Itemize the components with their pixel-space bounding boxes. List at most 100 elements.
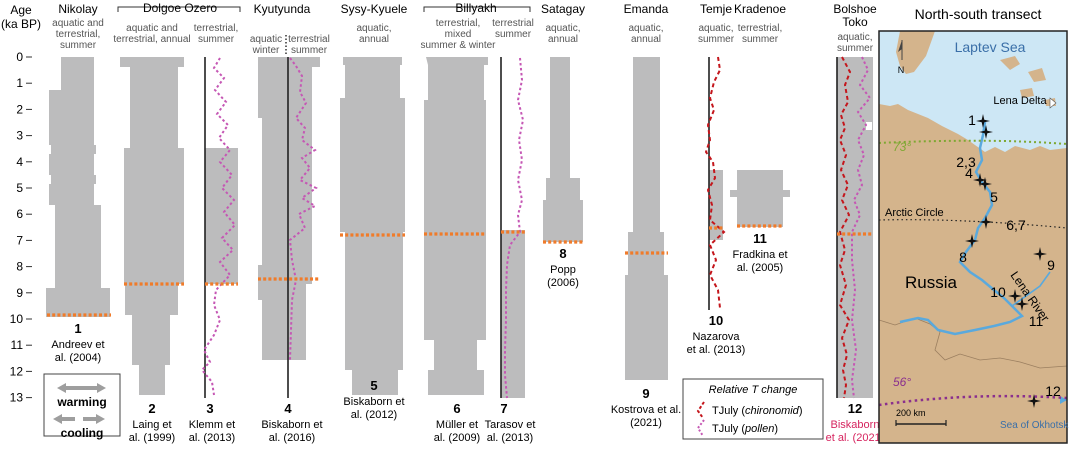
southern-land <box>879 317 1067 443</box>
num-3: 3 <box>206 401 213 416</box>
chironomid-curves <box>704 56 852 399</box>
axis-title-line2: (ka BP) <box>1 17 41 31</box>
site-star-5 <box>979 215 993 229</box>
ref-9-l1: Kostrova et al. <box>611 404 681 416</box>
pollen-curve-3 <box>200 57 237 396</box>
type-10-l2: summer <box>698 34 735 45</box>
bar-dolgoe-ozero <box>120 57 184 395</box>
transect-map: North-south transect N Laptev Sea Lena D… <box>878 6 1069 444</box>
type-12-l2: summer <box>837 43 874 54</box>
site-name-dolgoe-ozero: Dolgoe Ozero <box>143 1 217 15</box>
site-name-nikolay: Nikolay <box>58 2 97 16</box>
site-name-kradenoe: Kradenoe <box>734 2 786 16</box>
num-10: 10 <box>709 313 723 328</box>
legend-pollen-label: TJuly (pollen) <box>712 423 778 435</box>
num-1: 1 <box>74 321 81 336</box>
site-star-9 <box>1015 297 1029 311</box>
type-6-l3: summer & winter <box>420 40 496 51</box>
lena-tributary <box>1011 271 1051 307</box>
ref-2-l2: al. (1999) <box>129 432 175 444</box>
site-star-3 <box>973 173 987 187</box>
okhotsk-arrow-head <box>1060 396 1067 404</box>
site-name-sysy-kyuele: Sysy-Kyuele <box>341 2 408 16</box>
map-label-11: 11 <box>1029 313 1044 329</box>
site-star-6 <box>965 234 979 248</box>
ref-6-l1: Müller et <box>436 419 478 431</box>
bar-bolshoe-toko <box>837 57 873 398</box>
type-7-l2: summer <box>495 29 532 40</box>
land-peninsula <box>896 31 935 74</box>
temperature-legend: Relative T change TJuly (chironomid) TJu… <box>682 378 824 440</box>
axis-title-line1: Age <box>10 3 32 17</box>
site-name-satagay: Satagay <box>541 2 585 16</box>
type-9-l2: annual <box>631 34 661 45</box>
site-star-7 <box>1033 247 1047 261</box>
map-label-6-7: 6,7 <box>1006 217 1026 233</box>
delta-marker <box>1049 97 1057 109</box>
site-star-2 <box>979 125 993 139</box>
bar-dolgoe-pollen <box>205 148 238 284</box>
bracket-billyakh <box>423 6 531 12</box>
legend-pollen-line <box>696 419 705 437</box>
ref-12-l2: et al. (2021) <box>826 432 885 444</box>
ref-12-l1: Biskaborn <box>831 419 880 431</box>
type-6-l2: mixed <box>445 29 472 40</box>
bar-emanda <box>625 57 668 380</box>
ref-7-l1: Tarasov et <box>485 419 536 431</box>
num-5: 5 <box>370 378 377 393</box>
site-name-bolshoe: Bolshoe <box>833 2 877 16</box>
okhotsk-label: Sea of Okhotsk <box>1000 420 1069 431</box>
bar-satagay <box>543 57 583 242</box>
cooling-arrow-left <box>53 414 75 424</box>
record-types: aquatic and terrestrial, summer aquatic … <box>52 18 874 56</box>
num-8: 8 <box>559 246 566 261</box>
age-tick-1: 1 <box>16 76 23 90</box>
type-5-l2: annual <box>359 34 389 45</box>
type-4b-l1: terrestrial <box>288 34 330 45</box>
age-tick-11: 11 <box>11 338 24 352</box>
islands <box>1000 56 1056 106</box>
site-name-emanda: Emanda <box>624 2 669 16</box>
num-6: 6 <box>453 401 460 416</box>
type-9-l1: aquatic, <box>628 23 663 34</box>
bar-gap <box>866 122 872 130</box>
bar-billyakh <box>424 57 488 395</box>
map-label-4: 4 <box>965 165 973 181</box>
age-tick-3: 3 <box>16 129 23 143</box>
site-star-4 <box>978 177 992 191</box>
site-names: Nikolay Dolgoe Ozero Kyutyunda Sysy-Kyue… <box>58 1 877 29</box>
lena-river <box>899 121 1025 336</box>
type-11-l2: summer <box>742 34 779 45</box>
site-name-billyakh: Billyakh <box>455 1 496 15</box>
age-tick-0: 0 <box>16 50 23 64</box>
lat73-label: 73° <box>893 140 911 154</box>
ref-10-l2: et al. (2013) <box>687 344 746 356</box>
age-tick-2: 2 <box>16 102 23 116</box>
type-1-l2: terrestrial, <box>56 29 100 40</box>
lat56-label: 56° <box>893 375 911 389</box>
ref-4-l1: Biskaborn et <box>261 419 322 431</box>
warming-arrow <box>57 383 106 393</box>
type-6-l1: terrestrial, <box>436 18 480 29</box>
legend-chironomid-line <box>696 401 705 419</box>
scale-label: 200 km <box>896 408 926 418</box>
age-tick-12: 12 <box>10 364 24 378</box>
type-5-l1: aquatic, <box>356 23 391 34</box>
bar-sysy-kyuele <box>340 57 405 395</box>
arctic-circle-label: Arctic Circle <box>885 207 944 219</box>
ref-8-l2: (2006) <box>547 277 579 289</box>
type-10-l1: aquatic, <box>698 23 733 34</box>
site-name-toko: Toko <box>842 15 868 29</box>
chironomid-curve-10 <box>704 56 726 309</box>
ref-5-l1: Biskaborn et <box>343 396 404 408</box>
type-4a-l1: aquatic <box>250 34 282 45</box>
legend-title: Relative T change <box>709 384 798 396</box>
laptev-sea <box>879 31 1067 152</box>
ref-3-l2: al. (2013) <box>189 432 235 444</box>
map-label-9: 9 <box>1047 257 1055 273</box>
map-label-10: 10 <box>990 284 1006 300</box>
pollen-curve-4 <box>288 57 318 361</box>
